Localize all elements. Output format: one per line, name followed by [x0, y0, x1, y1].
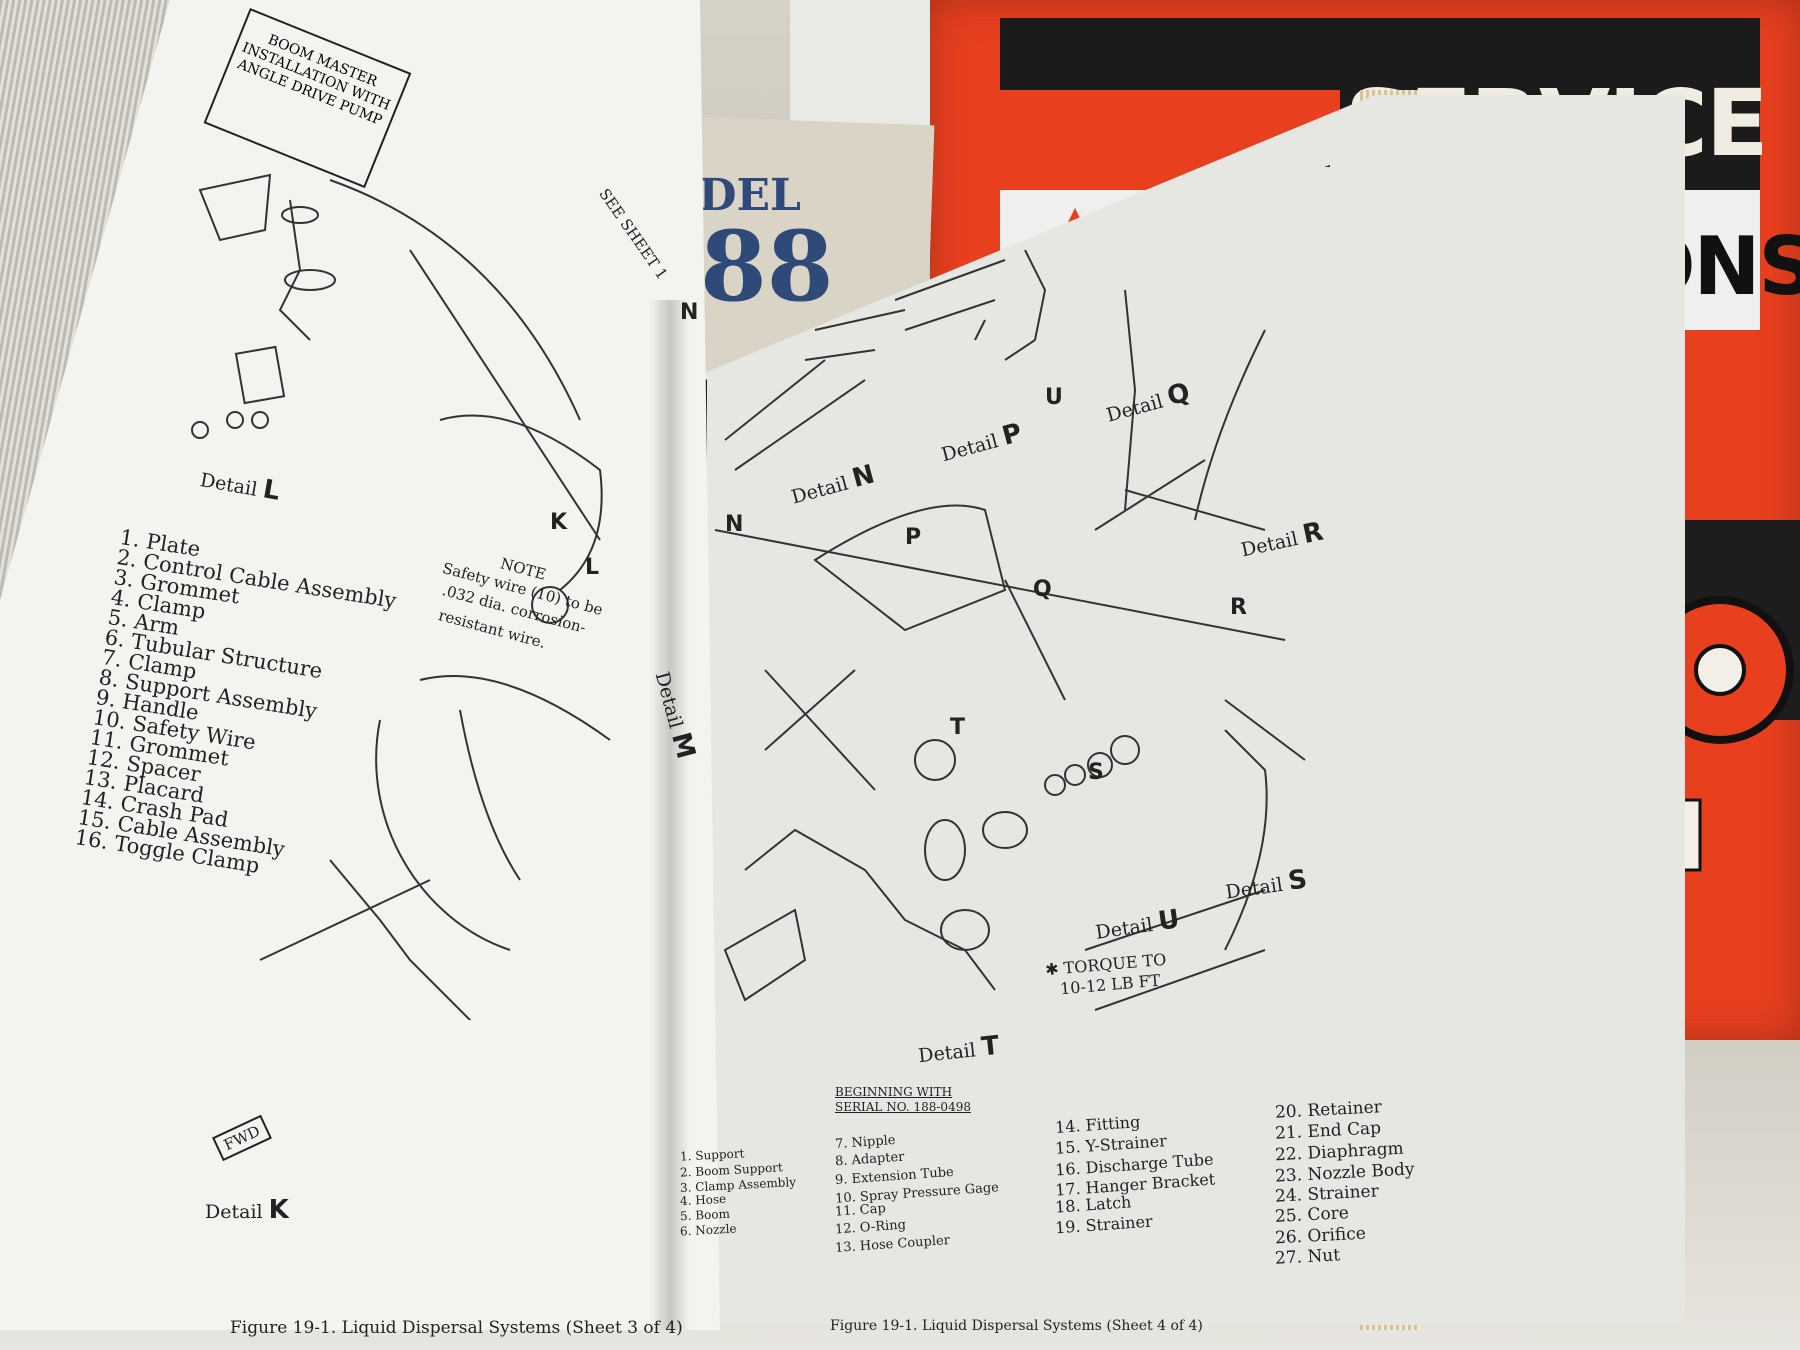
- plane-letter-p: P: [905, 525, 922, 550]
- serial-note-line-1: BEGINNING WITH: [835, 1085, 953, 1099]
- left-letter-n: N: [680, 300, 699, 325]
- parts-list-item: 6. Nozzle: [679, 1221, 737, 1239]
- plane-letter-s: S: [1088, 760, 1104, 785]
- serial-note-line-2: SERIAL NO. 188-0498: [835, 1100, 971, 1114]
- right-figure-caption: Figure 19-1. Liquid Dispersal Systems (S…: [830, 1318, 1203, 1334]
- detail-t-letter: T: [979, 1030, 1001, 1063]
- plane-letter-t: T: [950, 715, 966, 740]
- detail-s-letter: S: [1286, 864, 1310, 897]
- plane-letter-u: U: [1045, 385, 1063, 410]
- right-exploded-drawings: [714, 249, 1306, 1011]
- left-letter-l: L: [585, 555, 600, 580]
- detail-k-label: Detail K: [205, 1195, 289, 1225]
- left-page: [0, 0, 720, 1330]
- book-gutter: [650, 300, 690, 1330]
- parts-list-item: 5. Boom: [679, 1206, 731, 1224]
- plane-letter-n: N: [725, 512, 744, 537]
- detail-t-word: Detail: [917, 1039, 977, 1068]
- detail-u-letter: U: [1156, 904, 1182, 937]
- left-letter-k: K: [550, 510, 568, 535]
- plane-letter-q: Q: [1033, 577, 1052, 602]
- detail-k-word: Detail: [205, 1201, 263, 1223]
- parts-list-item: 25. Core: [1274, 1203, 1350, 1227]
- parts-list-item: 4. Hose: [679, 1191, 727, 1209]
- left-figure-caption: Figure 19-1. Liquid Dispersal Systems (S…: [230, 1318, 683, 1338]
- left-exploded-drawings: [191, 173, 611, 1020]
- booklet-model-number: 88: [700, 210, 834, 323]
- detail-k-letter: K: [268, 1195, 289, 1225]
- plane-letter-r: R: [1230, 595, 1247, 620]
- parts-list-item: 27. Nut: [1274, 1245, 1341, 1269]
